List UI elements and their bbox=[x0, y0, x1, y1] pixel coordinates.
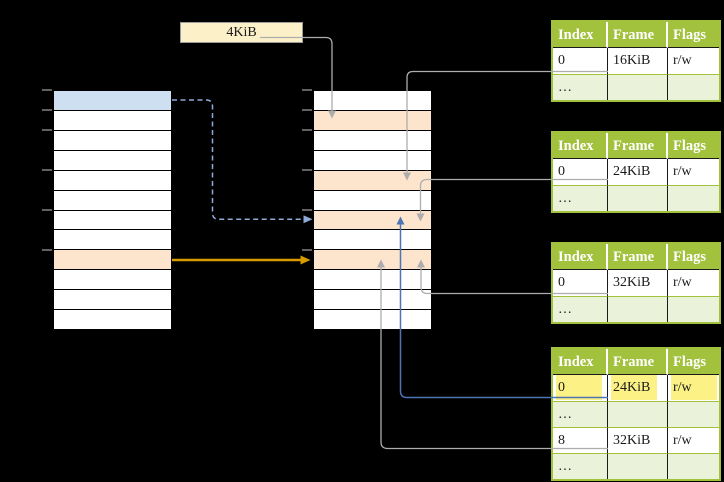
page-size-label: 4KiB bbox=[226, 24, 257, 40]
cell-flags: r/w bbox=[673, 53, 692, 68]
column-header-flags: Flags bbox=[668, 133, 719, 159]
cell-flags: r/w bbox=[673, 164, 692, 179]
memory-cell-white bbox=[54, 210, 171, 231]
memory-cell-orange bbox=[314, 210, 431, 231]
memory-cell-white bbox=[54, 110, 171, 131]
memory-cell-white bbox=[314, 310, 431, 330]
cell-frame: 24KiB bbox=[608, 159, 668, 185]
column-header-frame: Frame bbox=[608, 244, 668, 270]
memory-cell-white bbox=[54, 290, 171, 311]
cell-flags: r/w bbox=[673, 275, 692, 290]
cell-flags bbox=[668, 296, 719, 322]
cell-index: 0 bbox=[553, 270, 608, 296]
column-header-frame: Frame bbox=[608, 349, 668, 375]
physical-memory-column bbox=[313, 90, 432, 330]
memory-cell-white bbox=[54, 310, 171, 330]
memory-cell-white bbox=[314, 190, 431, 211]
connector-virtual0-to-physical-24kib bbox=[172, 99, 313, 224]
cell-frame bbox=[608, 74, 668, 100]
memory-cell-orange bbox=[314, 110, 431, 131]
memory-cell-white bbox=[54, 170, 171, 191]
virtual-memory-column bbox=[53, 90, 172, 330]
cell-frame bbox=[608, 453, 668, 479]
cell-flags: r/w bbox=[668, 375, 719, 401]
column-header-index: Index bbox=[553, 244, 608, 270]
memory-cell-white bbox=[54, 190, 171, 211]
column-header-frame: Frame bbox=[608, 22, 668, 48]
cell-index: … bbox=[553, 401, 608, 427]
highlighted-value: r/w bbox=[671, 375, 717, 400]
cell-frame bbox=[608, 401, 668, 427]
memory-cell-white bbox=[54, 130, 171, 151]
highlighted-value: 0 bbox=[556, 375, 602, 400]
memory-cell-white bbox=[314, 150, 431, 171]
cell-frame: 16KiB bbox=[608, 48, 668, 74]
memory-cell-white bbox=[54, 150, 171, 171]
cell-frame: 32KiB bbox=[608, 427, 668, 453]
memory-cell-blue bbox=[54, 91, 171, 111]
memory-cell-orange bbox=[314, 170, 431, 191]
memory-cell-white bbox=[314, 130, 431, 151]
memory-cell-white bbox=[54, 270, 171, 291]
column-header-frame: Frame bbox=[608, 133, 668, 159]
memory-cell-white bbox=[314, 290, 431, 311]
cell-index: … bbox=[553, 453, 608, 479]
column-header-flags: Flags bbox=[668, 349, 719, 375]
column-header-index: Index bbox=[553, 349, 608, 375]
memory-cell-white bbox=[314, 230, 431, 251]
column-header-index: Index bbox=[553, 133, 608, 159]
memory-cell-orange bbox=[54, 250, 171, 271]
cell-index: 0 bbox=[553, 159, 608, 185]
column-header-flags: Flags bbox=[668, 22, 719, 48]
cell-frame bbox=[608, 296, 668, 322]
cell-frame: 32KiB bbox=[608, 270, 668, 296]
column-header-flags: Flags bbox=[668, 244, 719, 270]
cell-index: 0 bbox=[553, 375, 608, 401]
memory-cell-white bbox=[314, 270, 431, 291]
cell-frame: 24KiB bbox=[608, 375, 668, 401]
cell-flags bbox=[668, 453, 719, 479]
highlighted-value: 24KiB bbox=[611, 375, 657, 400]
memory-cell-white bbox=[54, 230, 171, 251]
cell-index: 0 bbox=[553, 48, 608, 74]
cell-flags: r/w bbox=[668, 427, 719, 453]
cell-flags bbox=[668, 185, 719, 211]
cell-frame bbox=[608, 185, 668, 211]
cell-flags bbox=[668, 74, 719, 100]
cell-index: … bbox=[553, 296, 608, 322]
cell-index: 8 bbox=[553, 427, 608, 453]
column-header-index: Index bbox=[553, 22, 608, 48]
memory-cell-orange bbox=[314, 250, 431, 271]
cell-index: … bbox=[553, 74, 608, 100]
memory-cell-white bbox=[314, 91, 431, 111]
cell-flags bbox=[668, 401, 719, 427]
cell-index: … bbox=[553, 185, 608, 211]
page-size-label-box: 4KiB bbox=[180, 22, 303, 43]
